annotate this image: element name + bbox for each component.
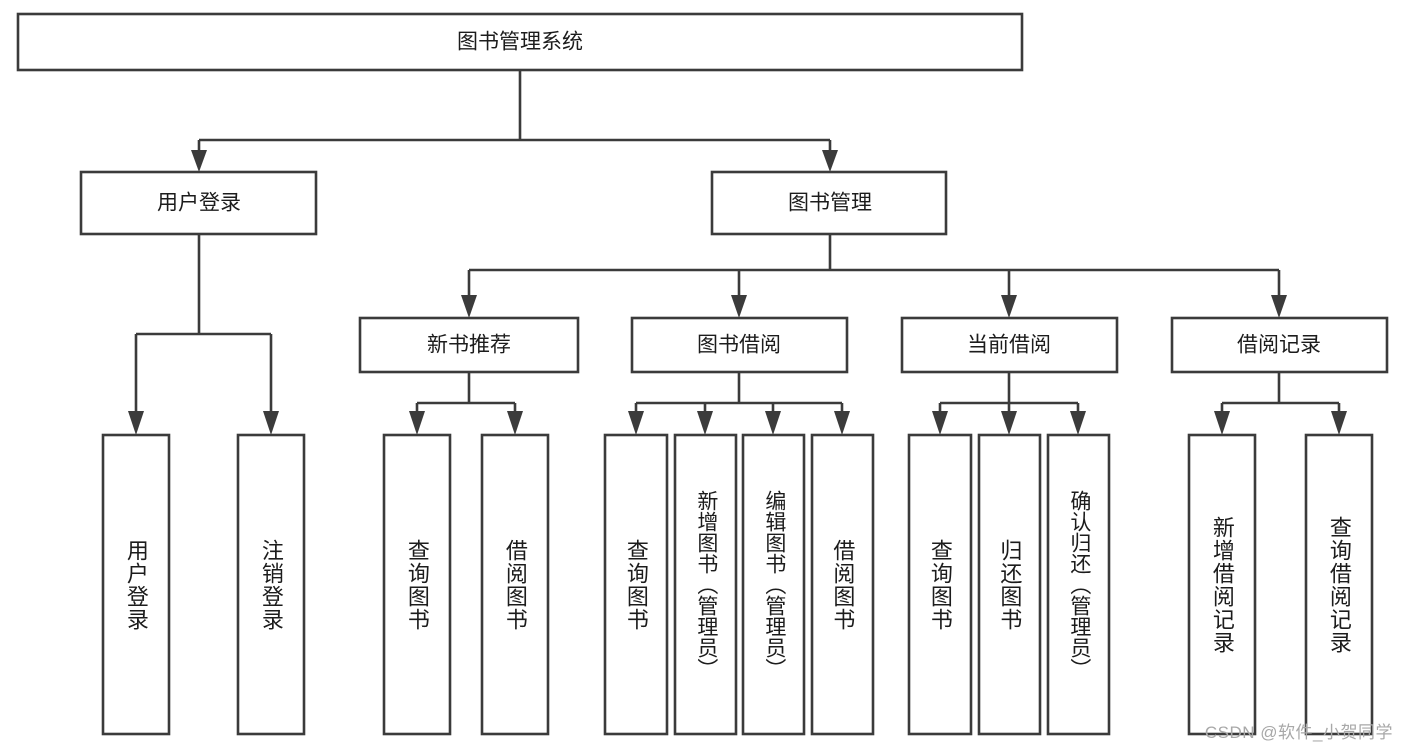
node-new-book-recommend[interactable]: 新书推荐 xyxy=(358,316,580,374)
arrow-leaf-query-book-current xyxy=(932,411,948,435)
node-book-management[interactable]: 图书管理 xyxy=(710,170,948,236)
arrow-leaf-borrow-book-recommend xyxy=(507,411,523,435)
arrow-book-borrow xyxy=(731,295,747,318)
leaf-logout-box[interactable] xyxy=(236,433,306,736)
node-book-management-label: 图书管理 xyxy=(788,192,872,215)
arrow-book-management xyxy=(822,150,838,172)
leaf-user-login-box[interactable] xyxy=(101,433,171,736)
leaf-add-book-admin-box[interactable] xyxy=(673,433,738,736)
arrow-leaf-add-book-admin xyxy=(697,411,713,435)
node-new-book-recommend-box xyxy=(358,316,580,374)
arrow-leaf-edit-book-admin xyxy=(765,411,781,435)
leaf-query-book-recommend-box[interactable] xyxy=(382,433,452,736)
node-borrow-records-box xyxy=(1170,316,1389,374)
arrow-leaf-borrow-book xyxy=(834,411,850,435)
leaf-borrow-book-recommend-box[interactable] xyxy=(480,433,550,736)
arrow-leaf-query-book-borrow xyxy=(628,411,644,435)
leaf-box-layer xyxy=(101,433,1374,736)
arrow-leaf-confirm-return-admin xyxy=(1070,411,1086,435)
node-borrow-records[interactable]: 借阅记录 xyxy=(1170,316,1389,374)
arrow-current-borrow xyxy=(1001,295,1017,318)
root-node-box xyxy=(16,12,1024,72)
node-new-book-recommend-label: 新书推荐 xyxy=(427,334,511,357)
arrow-leaf-user-login xyxy=(128,411,144,435)
node-user-login-label: 用户登录 xyxy=(157,192,241,215)
arrow-leaf-query-borrow-record xyxy=(1331,411,1347,435)
node-current-borrow[interactable]: 当前借阅 xyxy=(900,316,1119,374)
leaf-query-book-borrow-box[interactable] xyxy=(603,433,669,736)
leaf-return-book-box[interactable] xyxy=(977,433,1042,736)
node-book-management-box xyxy=(710,170,948,236)
leaf-edit-book-admin-box[interactable] xyxy=(741,433,806,736)
arrow-new-book-recommend xyxy=(461,295,477,318)
arrow-user-login xyxy=(191,150,207,172)
arrow-leaf-return-book xyxy=(1001,411,1017,435)
connector-layer xyxy=(128,70,1347,435)
node-book-borrow-box xyxy=(630,316,849,374)
csdn-watermark: CSDN @软件_小贺同学 xyxy=(1204,723,1393,742)
node-user-login[interactable]: 用户登录 xyxy=(79,170,318,236)
arrow-borrow-records xyxy=(1271,295,1287,318)
root-node-label: 图书管理系统 xyxy=(457,31,583,54)
node-book-borrow-label: 图书借阅 xyxy=(697,334,781,357)
arrow-leaf-add-borrow-record xyxy=(1214,411,1230,435)
arrow-leaf-logout xyxy=(263,411,279,435)
root-node-library-management-system[interactable]: 图书管理系统 xyxy=(16,12,1024,72)
leaf-add-borrow-record-box[interactable] xyxy=(1187,433,1257,736)
leaf-confirm-return-admin-box[interactable] xyxy=(1046,433,1111,736)
node-current-borrow-box xyxy=(900,316,1119,374)
node-book-borrow[interactable]: 图书借阅 xyxy=(630,316,849,374)
leaf-borrow-book-box[interactable] xyxy=(810,433,875,736)
node-user-login-box xyxy=(79,170,318,236)
node-borrow-records-label: 借阅记录 xyxy=(1237,334,1321,357)
leaf-query-book-current-box[interactable] xyxy=(907,433,973,736)
node-current-borrow-label: 当前借阅 xyxy=(967,334,1051,357)
arrow-leaf-query-book-recommend xyxy=(409,411,425,435)
leaf-query-borrow-record-box[interactable] xyxy=(1304,433,1374,736)
